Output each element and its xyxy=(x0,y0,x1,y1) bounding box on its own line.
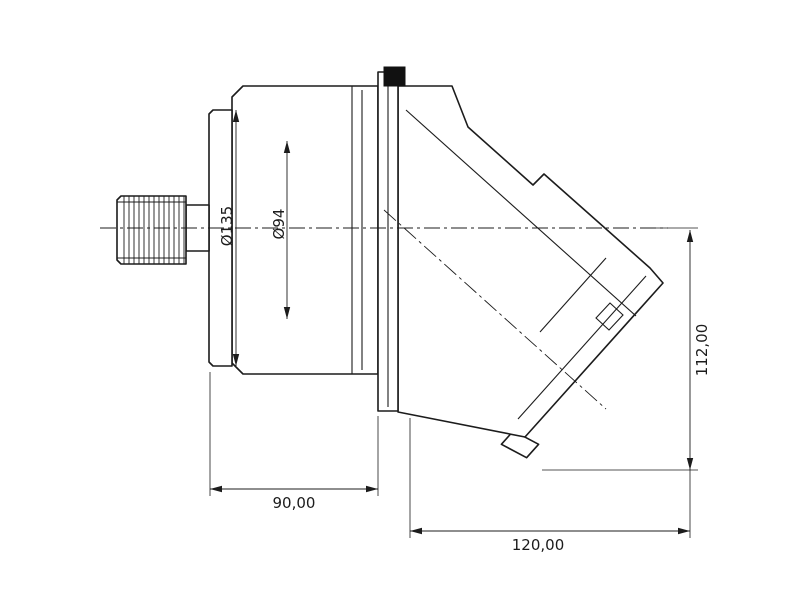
end-cap-port-square xyxy=(595,302,624,331)
dimension-flange-diameter: Ø135 xyxy=(218,110,240,366)
dim-pilot-diameter-label: Ø94 xyxy=(270,209,288,240)
end-cap-step-line-2 xyxy=(539,257,607,333)
front-housing xyxy=(208,66,406,412)
arrowhead-right xyxy=(366,485,378,493)
drain-boss xyxy=(500,430,540,459)
dim-flange-diameter-label: Ø135 xyxy=(218,206,236,246)
arrowhead-up xyxy=(283,141,291,153)
arrowhead-left xyxy=(410,527,422,535)
rear-housing-inner-edge xyxy=(405,109,637,317)
end-cap-step-line-1 xyxy=(517,275,647,420)
mounting-flange xyxy=(208,109,233,367)
arrowhead-up xyxy=(686,230,694,242)
dim-height-label: 112,00 xyxy=(693,324,711,377)
arrowhead-down xyxy=(283,307,291,319)
spline-body xyxy=(116,195,187,265)
dim-rear-length-label: 120,00 xyxy=(512,536,565,554)
dimension-front-length: 90,00 xyxy=(209,372,379,512)
rear-angled-housing xyxy=(397,85,664,459)
dimension-height: 112,00 xyxy=(542,227,711,471)
dimension-pilot-diameter: Ø94 xyxy=(270,141,291,319)
splined-shaft xyxy=(116,195,210,265)
spline-teeth xyxy=(123,196,185,264)
dimension-rear-length: 120,00 xyxy=(409,418,691,554)
centerlines xyxy=(100,209,668,410)
arrowhead-right xyxy=(678,527,690,535)
dim-front-length-label: 90,00 xyxy=(273,494,316,512)
arrowhead-up xyxy=(232,110,240,122)
main-body xyxy=(231,85,379,375)
top-port-cap xyxy=(383,66,406,87)
arrowhead-left xyxy=(210,485,222,493)
angled-centerline xyxy=(383,209,607,410)
arrowhead-down xyxy=(232,354,240,366)
rear-housing-outline xyxy=(397,85,664,438)
arrowhead-down xyxy=(686,458,694,470)
